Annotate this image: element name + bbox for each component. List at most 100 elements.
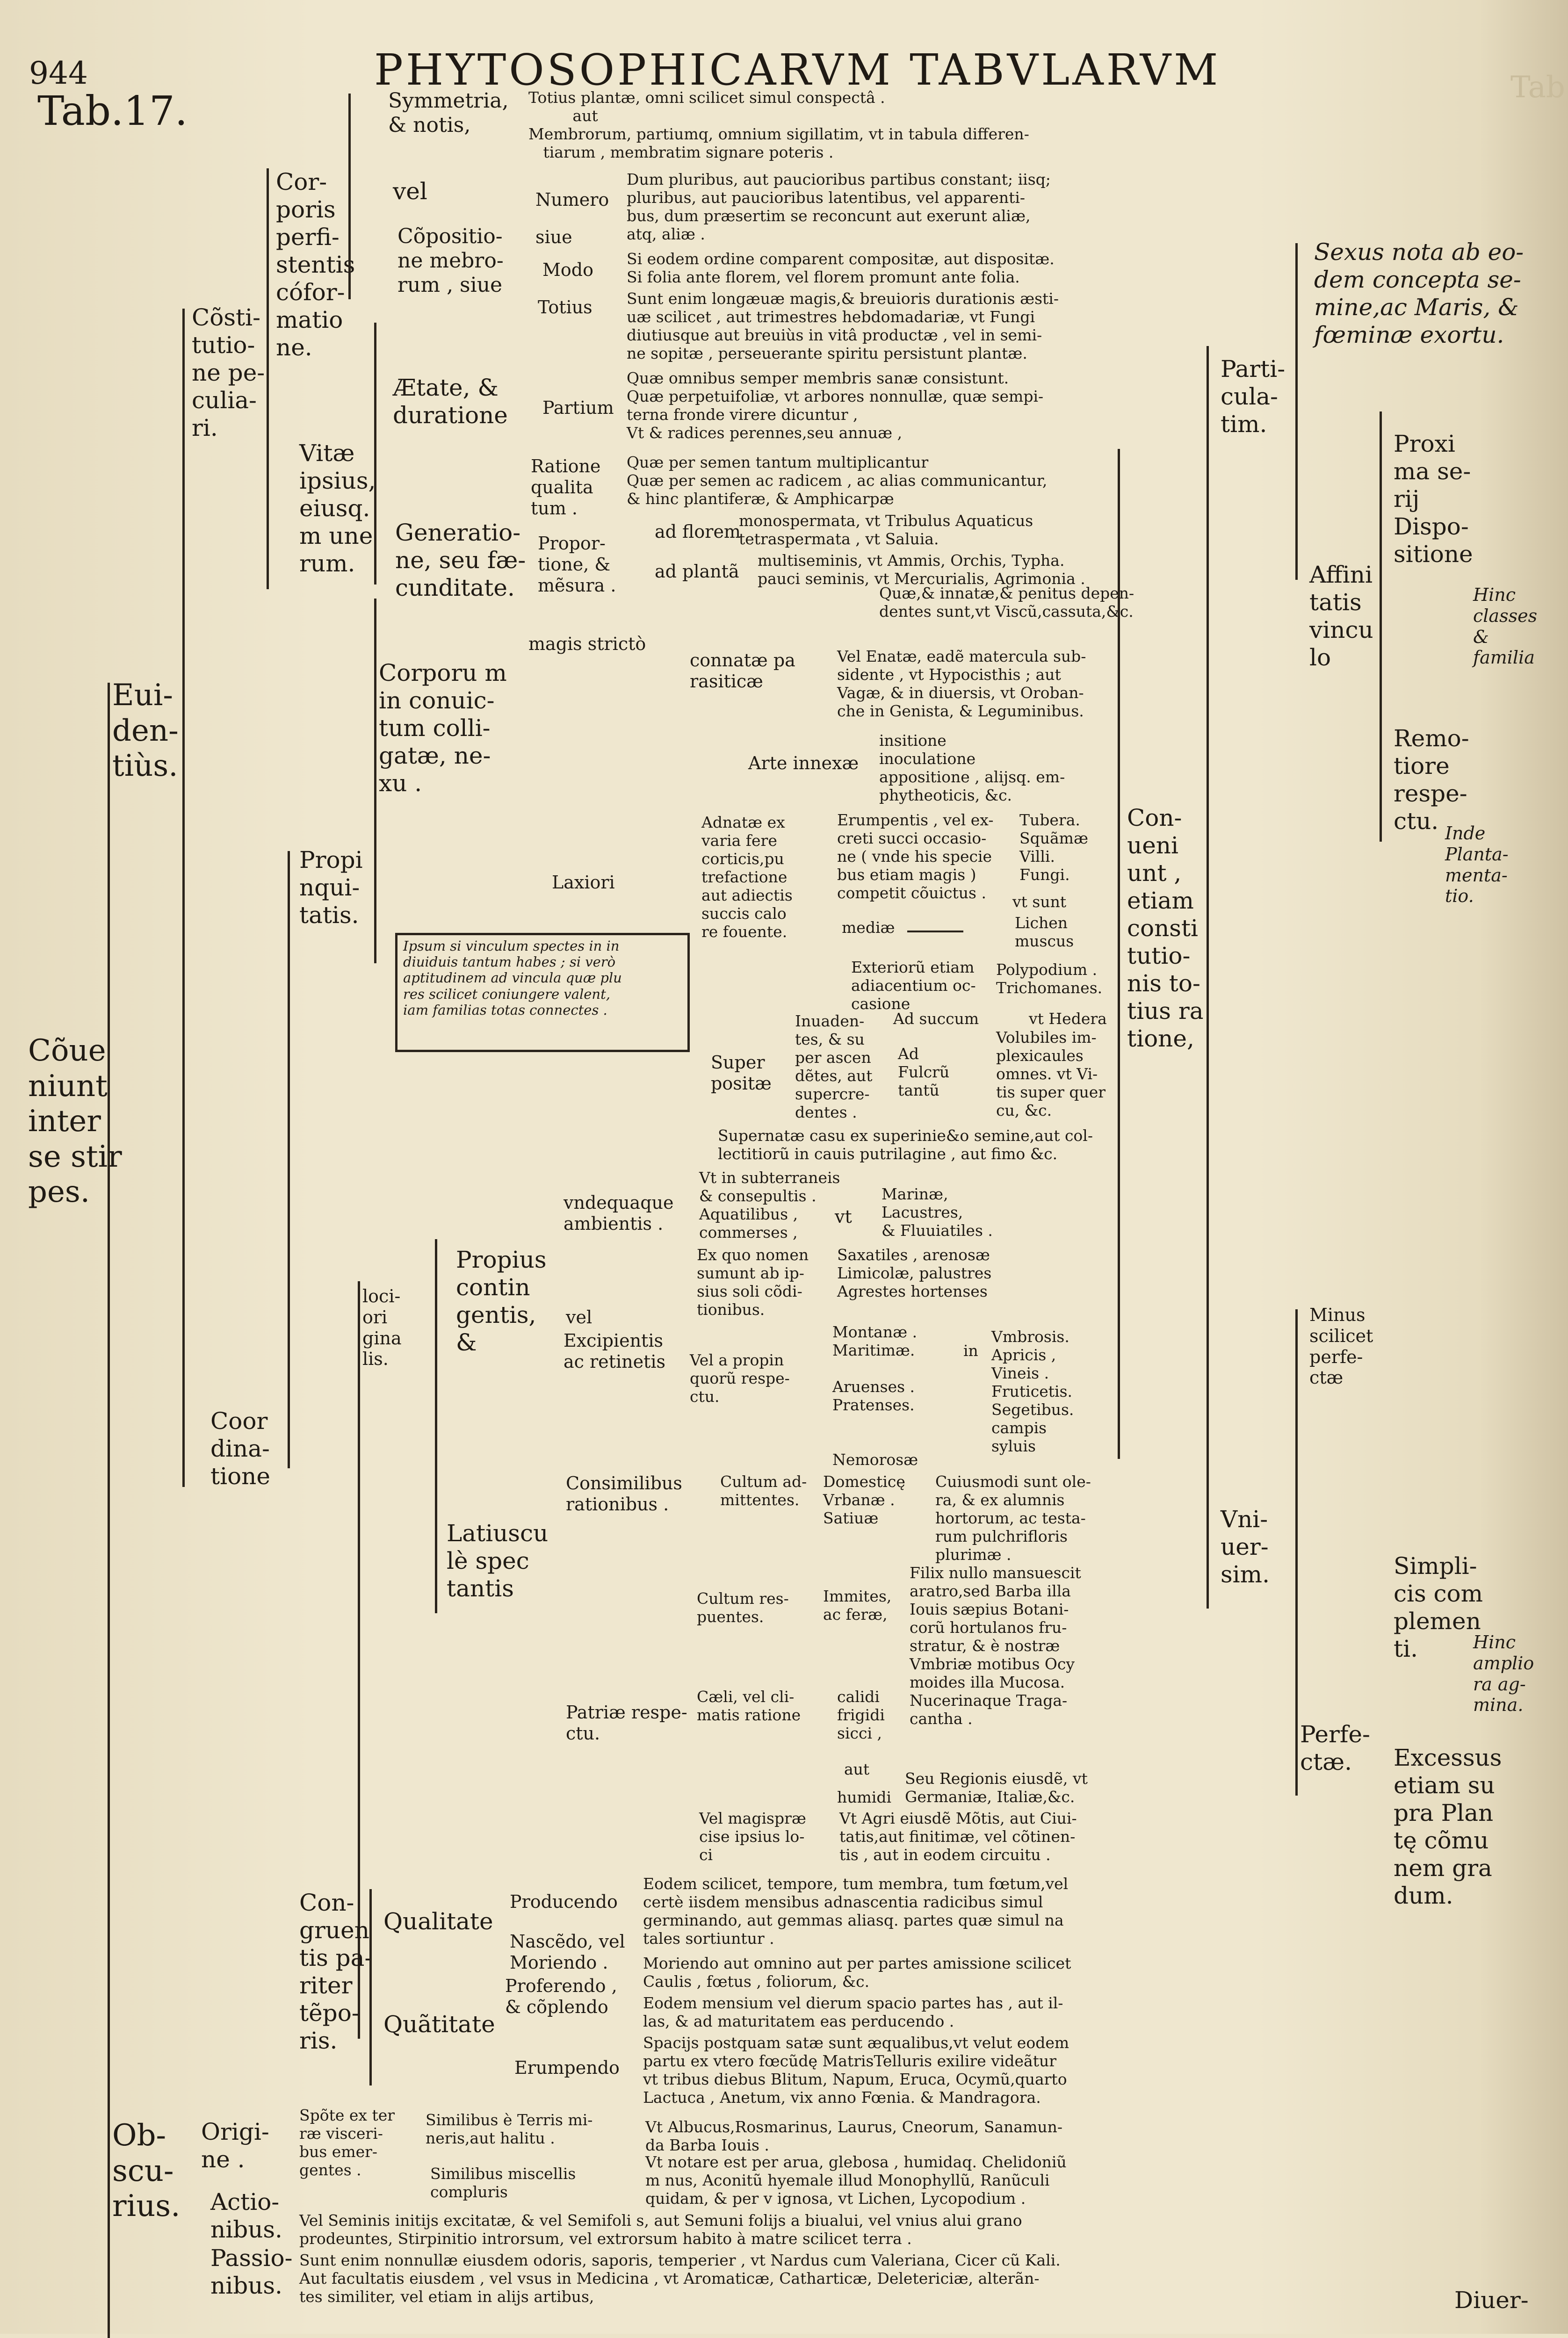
- remotiore-label: Remo- tiore respe- ctu.: [1394, 725, 1469, 835]
- mediae-label: mediæ: [842, 918, 895, 937]
- cultum-respuentes-label: Cultum res- puentes.: [697, 1589, 789, 1626]
- ad-plantam-text: multiseminis, vt Ammis, Orchis, Typha. p…: [758, 551, 1085, 588]
- nascendo-label: Nascẽdo, vel Moriendo .: [510, 1931, 625, 1973]
- consimilibus-label: Consimilibus rationibus .: [566, 1473, 682, 1515]
- aut-connector: aut: [844, 1760, 870, 1778]
- propinquitatis-brace: [288, 851, 290, 1468]
- connatae-label: connatæ pa rasiticæ: [690, 650, 795, 692]
- vitae-label: Vitæ ipsius, eiusq. m une rum.: [299, 440, 376, 577]
- vt-hedera-text: vt Hedera: [1029, 1010, 1107, 1028]
- partium-label: Partium: [542, 397, 614, 418]
- seu-regionis-text: Seu Regionis eiusdẽ, vt Germaniæ, Italiæ…: [905, 1769, 1088, 1806]
- vel-magis-text: Vel magispræ cise ipsius lo- ci: [699, 1809, 806, 1864]
- vel-connector-2: vel: [566, 1307, 593, 1328]
- passionibus-label: Passio- nibus.: [210, 2244, 293, 2299]
- perfectae-label: Perfe- ctæ.: [1300, 1721, 1370, 1775]
- note-box-text: Ipsum si vinculum spectes in in diuiduis…: [403, 938, 622, 1018]
- calidi-text: calidi frigidi sicci ,: [837, 1688, 885, 1742]
- exteriorum-text: Exteriorũ etiam adiacentium oc- casione: [851, 958, 976, 1013]
- corporis-brace: [348, 94, 351, 299]
- tubera-text: Tubera. Squãmæ Villi. Fungi.: [1019, 811, 1088, 884]
- erumpendo-text: Spacijs postquam satæ sunt æqualibus,vt …: [643, 2034, 1069, 2107]
- umbrosis-text: Vmbrosis. Apricis , Vineis . Fruticetis.…: [991, 1328, 1074, 1455]
- totius-text: Sunt enim longæuæ magis,& breuioris dura…: [627, 289, 1059, 362]
- undequaque-text: Vt in subterraneis & consepultis . Aquat…: [699, 1169, 840, 1241]
- minus-label: Minus scilicet perfe- ctæ: [1309, 1305, 1373, 1388]
- ad-florem-label: ad florem: [655, 521, 741, 542]
- seminis-text: Vel Seminis initijs excitatæ, & vel Semi…: [299, 2211, 1022, 2248]
- in-connector: in: [963, 1342, 978, 1360]
- page-number: 944: [29, 55, 88, 91]
- vt-sunt-label: vt sunt: [1012, 893, 1067, 911]
- humidi-text: humidi: [837, 1788, 892, 1806]
- proferendo-text: Eodem mensium vel dierum spacio partes h…: [643, 1994, 1063, 2030]
- propinquitatis-label: Propi nqui- tatis.: [299, 846, 363, 929]
- erumpendo-label: Erumpendo: [514, 2057, 620, 2078]
- constitutione-brace: [267, 168, 269, 589]
- obscurius-label: Ob- scu- rius.: [112, 2118, 181, 2224]
- producendo-text: Eodem scilicet, tempore, tum membra, tum…: [643, 1875, 1069, 1948]
- excessus-label: Excessus etiam su pra Plan tę cõmu nem g…: [1394, 1744, 1502, 1909]
- totius-label: Totius: [538, 297, 593, 318]
- modo-label: Modo: [542, 260, 593, 280]
- excipientis-label: Excipientis ac retinetis: [564, 1330, 665, 1372]
- page-edge-shadow: [1479, 0, 1568, 2334]
- vitae-brace: [374, 323, 376, 584]
- aetate-label: Ætate, & duratione: [393, 374, 508, 429]
- immites-text: Immites, ac feræ,: [823, 1587, 892, 1624]
- root-brace: [108, 683, 110, 2338]
- numero-label: Numero: [535, 189, 609, 210]
- ad-fulcrum-label: Ad Fulcrũ tantũ: [898, 1045, 950, 1099]
- latiuscule-label: Latiuscu lè spec tantis: [447, 1520, 549, 1602]
- conueniunt-inner-brace: [1207, 346, 1209, 1609]
- vt-connector: vt: [835, 1206, 852, 1227]
- corporis-label: Cor- poris perfi- stentis cófor- matio n…: [276, 168, 355, 361]
- inde-plantamenta-text: Inde Planta- menta- tio.: [1445, 823, 1509, 907]
- conueniunt-label: Con- ueni unt , etiam consti tutio- nis …: [1127, 804, 1204, 1052]
- domesticae-text: Domesticę Vrbanæ . Satiuæ: [823, 1472, 905, 1527]
- running-title: PHYTOSOPHICARVM TABVLARVM: [374, 45, 1221, 95]
- patriae-label: Patriæ respe- ctu.: [566, 1702, 687, 1744]
- ad-florem-text: monospermata, vt Tribulus Aquaticus tetr…: [739, 512, 1033, 548]
- qualitate-label: Qualitate: [383, 1908, 493, 1935]
- proxima-label: Proxi ma se- rij Dispo- sitione: [1394, 430, 1473, 568]
- affinitatis-brace: [1380, 411, 1382, 842]
- ratione-label: Ratione qualita tum .: [531, 456, 601, 519]
- modo-text: Si eodem ordine comparent compositæ, aut…: [627, 250, 1055, 286]
- passio-text: Sunt enim nonnullæ eiusdem odoris, sapor…: [299, 2251, 1061, 2306]
- congruentis-label: Con- gruen tis pa- riter tẽpo- ris.: [299, 1889, 373, 2054]
- adnatae-text: Adnatæ ex varia fere corticis,pu trefact…: [701, 813, 793, 941]
- hinc-classes-text: Hinc classes & familia: [1473, 584, 1538, 668]
- propius-label: Propius contin gentis, &: [456, 1246, 547, 1356]
- vt-notare-text: Vt notare est per arua, glebosa , humida…: [645, 2153, 1067, 2208]
- marinae-text: Marinæ, Lacustres, & Fluuiatiles .: [882, 1185, 993, 1240]
- producendo-label: Producendo: [510, 1891, 618, 1912]
- symmetria-label: Symmetria, & notis,: [388, 89, 509, 137]
- arte-innexae-label: Arte innexæ: [748, 753, 859, 773]
- siue-label: siue: [535, 227, 572, 247]
- polypodium-text: Polypodium . Trichomanes.: [996, 960, 1103, 997]
- undequaque-label: vndequaque ambientis .: [564, 1192, 674, 1234]
- ghost-page-text: Tab: [1510, 70, 1565, 105]
- loci-brace: [435, 1239, 437, 1613]
- loci-label: loci- ori gina lis.: [362, 1286, 402, 1370]
- cultum-label: Cultum ad- mittentes.: [720, 1472, 807, 1509]
- montanae-text: Montanæ . Maritimæ. Aruenses . Pratenses…: [832, 1323, 918, 1469]
- ratione-text: Quæ per semen tantum multiplicantur Quæ …: [627, 453, 1048, 508]
- corporum-brace: [374, 599, 376, 963]
- conueniunt-brace: [1118, 449, 1120, 1459]
- symmetria-text: Totius plantæ, omni scilicet simul consp…: [528, 88, 1029, 161]
- similibus-text: Similibus è Terris mi- neris,aut halitu …: [426, 2111, 593, 2147]
- supernatae-text: Supernatæ casu ex superinie&o semine,aut…: [718, 1126, 1093, 1163]
- partium-text: Quæ omnibus semper membris sanæ consistu…: [627, 369, 1044, 442]
- proportione-label: Propor- tione, & mẽsura .: [538, 533, 616, 596]
- albucus-text: Vt Albucus,Rosmarinus, Laurus, Cneorum, …: [645, 2118, 1063, 2154]
- vel-connector: vel: [393, 178, 427, 205]
- superpositae-label: Super positæ: [711, 1052, 772, 1094]
- particulatim-label: Parti- cula- tim.: [1221, 355, 1286, 438]
- ex-quo-text: Ex quo nomen sumunt ab ip- sius soli cõd…: [697, 1246, 809, 1319]
- universim-brace: [1295, 1309, 1298, 1796]
- proferendo-label: Proferendo , & cõplendo: [505, 1976, 617, 2017]
- volubiles-text: Volubiles im- plexicaules omnes. vt Vi- …: [996, 1028, 1106, 1119]
